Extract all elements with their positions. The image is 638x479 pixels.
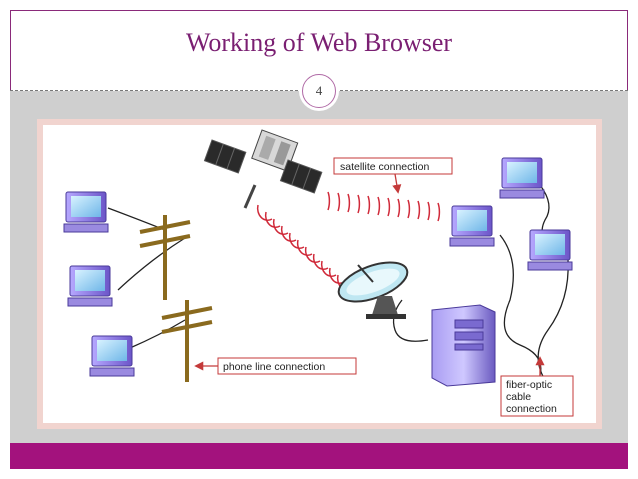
computer-left-2 [67,265,113,307]
cable-left-pc2 [117,237,186,291]
label-phone-line-connection: phone line connection [194,357,357,375]
signal-arcs-downlink [256,204,353,291]
satellite-dish-icon [337,261,409,319]
satellite-icon [203,129,323,209]
cable-server-dish [392,299,429,342]
utility-pole-2 [161,300,213,382]
label-phone-text: phone line connection [223,361,325,373]
server-tower-icon [431,304,496,387]
signal-arcs-uplink [327,191,441,222]
label-fiber-line1: fiber-optic [506,379,552,391]
computer-right-1 [499,157,545,199]
utility-pole-1 [139,215,191,300]
label-fiber-optic-connection: fiber-optic cable connection [500,356,574,417]
computer-right-3 [527,229,573,271]
label-fiber-line2: cable [506,391,531,403]
cable-lines [107,184,569,381]
page-number-badge: 4 [302,74,336,108]
label-fiber-line3: connection [506,403,557,415]
bottom-accent-band [10,443,628,469]
computer-right-2 [449,205,495,247]
computer-left-3 [89,335,135,377]
label-satellite-text: satellite connection [340,161,429,173]
slide-title: Working of Web Browser [185,28,453,57]
label-satellite-connection: satellite connection [333,157,453,194]
cable-left-pc3 [129,319,186,349]
cable-right-3 [537,259,569,381]
computer-left-1 [63,191,109,233]
